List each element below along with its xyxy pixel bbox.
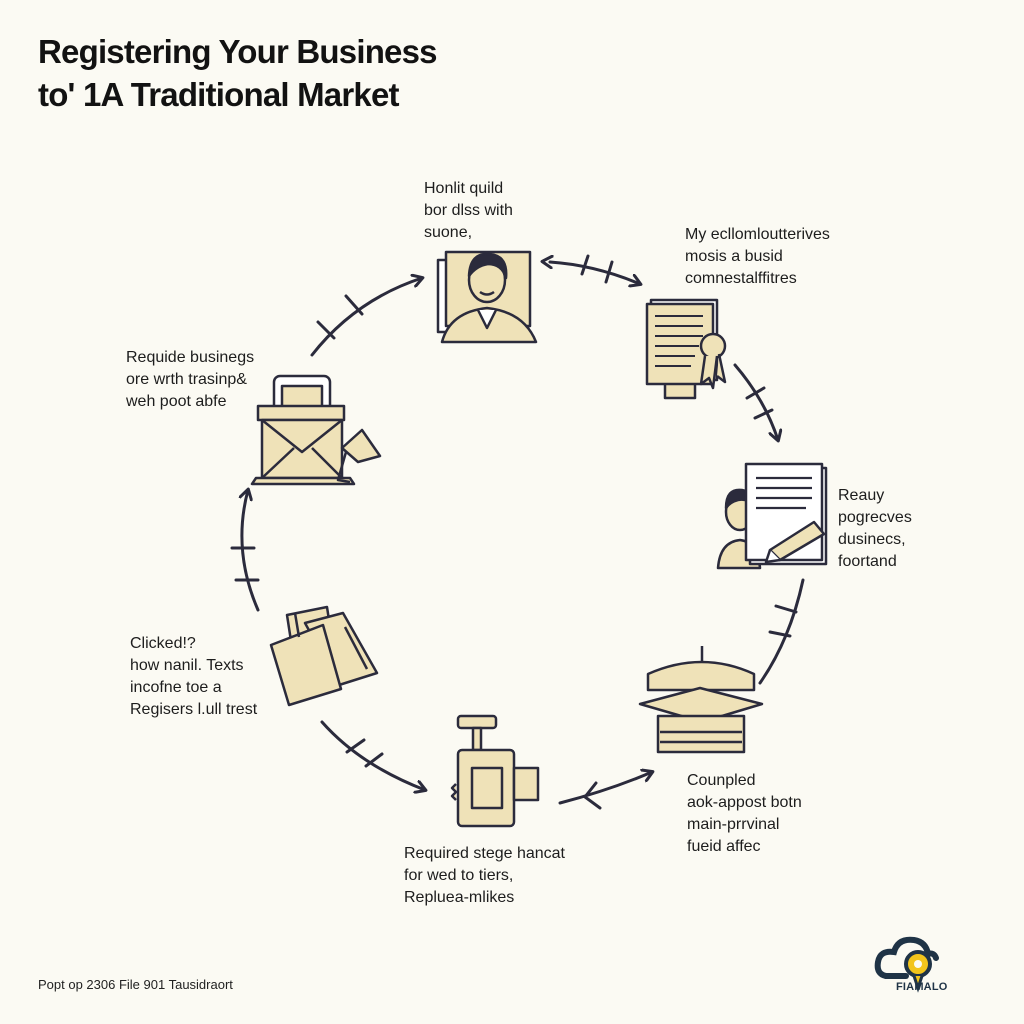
market-stall-icon [638,646,764,754]
footer-text: Popt op 2306 File 901 Tausidraort [38,977,233,992]
arrow-person-certificate [550,262,640,284]
cash-register-icon [250,374,382,486]
arrow-documents-register [242,490,260,612]
page-title: Registering Your Business to' 1A Traditi… [38,30,438,116]
person-signing-icon [716,462,828,570]
title-line-2: to' 1A Traditional Market [38,76,400,113]
documents-stack-icon [269,605,379,707]
arrow-documents-stamp [320,720,425,790]
arrow-signing-market [758,578,805,685]
arrow-stamp-market [558,772,652,805]
cloud-pin-icon [874,936,939,993]
title-line-1: Registering Your Business [38,33,438,70]
person-document-icon [436,250,538,344]
certificate-icon [645,298,727,400]
arrow-certificate-signing [733,363,778,440]
arrow-cash-to-person [310,278,422,357]
stamp-icon [450,714,540,828]
logo-text: FIAMALO [896,981,948,993]
